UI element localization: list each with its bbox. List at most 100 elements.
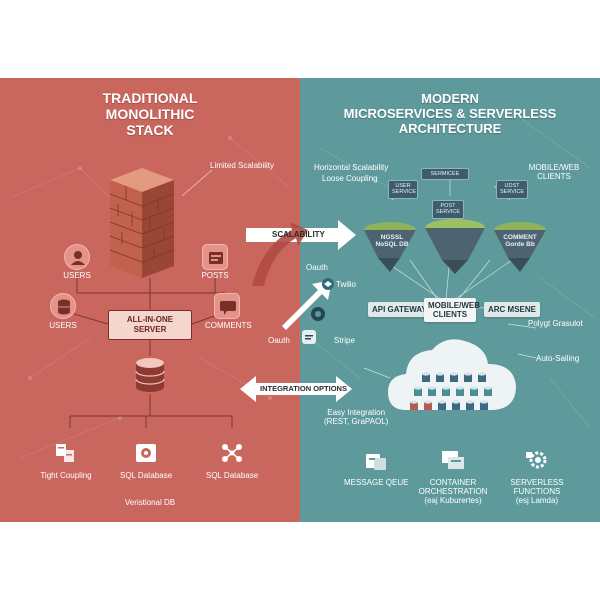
diagram-stage: TRADITIONAL MONOLITHIC STACK Limited Sca… <box>0 78 600 522</box>
api-gateway-pill: API GATEWAY <box>368 302 431 317</box>
twilio-label: Twilio <box>336 280 357 289</box>
container-cylinder-icon <box>428 386 436 396</box>
posts-label: POSTS <box>201 271 229 280</box>
container-cylinder-icon <box>436 372 444 382</box>
container-cylinder-icon <box>484 386 492 396</box>
post-service-chip: POST SERVICE <box>432 200 464 219</box>
left-title-line2: MONOLITHIC <box>105 106 195 123</box>
island-right-line2: Gorde Bb <box>505 241 535 249</box>
arc-msene-pill: ARC MSENE <box>484 302 541 317</box>
loose-coupling-label: Loose Coupling <box>322 174 378 183</box>
container-cylinder-icon <box>478 372 486 382</box>
oauth-logo-icon <box>311 307 325 321</box>
mobile-web-top-line1: MOBILE/WEB <box>528 163 580 172</box>
integration-arrow <box>240 376 352 402</box>
users-top-label: USERS <box>63 271 91 280</box>
sql-database-label-2: SQL Database <box>206 471 259 480</box>
sermicee-chip: SERMICEE <box>421 168 469 181</box>
left-title-line1: TRADITIONAL <box>102 90 198 106</box>
udst-service-line2: SERVICE <box>500 189 525 196</box>
curved-arrow <box>252 222 308 286</box>
microservices-panel: MODERN MICROSERVICES & SERVERLESS ARCHIT… <box>300 78 600 522</box>
diagonal-arrow <box>282 280 332 330</box>
island-left <box>364 222 416 272</box>
left-title: TRADITIONAL MONOLITHIC STACK <box>60 90 240 138</box>
monolithic-panel: TRADITIONAL MONOLITHIC STACK Limited Sca… <box>0 78 300 522</box>
island-left-label: NGSSL NoSQL DB <box>372 234 412 248</box>
serverless-line2: FUNCTIONS <box>513 487 561 497</box>
mobile-web-mid-line2: CLIENTS <box>432 310 468 320</box>
container-cluster <box>410 372 492 410</box>
right-title-line2: MICROSERVICES & SERVERLESS <box>343 105 557 121</box>
post-service-line1: POST <box>440 203 456 209</box>
container-line3: (eaj Kuburertes) <box>424 496 482 506</box>
limited-scalability-label: Limited Scalability <box>210 161 275 170</box>
message-queue-label: MESSAGE QEUE <box>344 478 409 487</box>
all-in-one-server: ALL-IN-ONE SERVER <box>108 310 192 340</box>
udst-service-line1: UDST <box>504 183 520 189</box>
serverless-line1: SERVERLESS <box>510 478 564 487</box>
server-label-line2: SERVER <box>133 324 167 334</box>
oauth-label-1: Oauth <box>306 263 328 272</box>
serverless-functions-label: SERVERLESS FUNCTIONS (esj Lamda) <box>502 478 572 506</box>
twilio-logo-icon <box>322 278 334 290</box>
sql-database-cylinder-icon <box>135 358 165 392</box>
scalability-label: SCALABILITY <box>272 230 325 239</box>
right-title-line1: MODERN <box>421 91 479 106</box>
server-label-line1: ALL-IN-ONE <box>126 315 174 324</box>
polyglot-label: Polygt Grasulot <box>528 319 583 328</box>
post-service-line2: SERVICE <box>436 209 461 216</box>
post-icon <box>202 244 228 270</box>
functions-icon <box>526 451 547 469</box>
island-left-line2: NoSQL DB <box>375 241 409 249</box>
container-orchestration-label: CONTAINER ORCHESTRATION (eaj Kuburertes) <box>416 478 490 506</box>
sql-icon <box>136 444 156 462</box>
comment-icon <box>214 293 240 319</box>
database-icon <box>50 293 76 319</box>
container-icon <box>442 451 464 469</box>
users-bottom-label: USERS <box>49 321 77 330</box>
stripe-label: Stripe <box>334 336 355 345</box>
container-cylinder-icon <box>414 386 422 396</box>
easy-integration-label: Easy Integration (REST, GraPAOL) <box>324 408 388 426</box>
queue-icon <box>366 454 386 470</box>
container-cylinder-icon <box>456 386 464 396</box>
mobile-web-top-label: MOBILE/WEB CLIENTS <box>526 163 582 181</box>
container-cylinder-icon <box>422 372 430 382</box>
container-cylinder-icon <box>442 386 450 396</box>
integration-options-label: INTEGRATION OPTIONS <box>260 384 347 393</box>
user-service-chip: USER SERVICE <box>388 180 418 199</box>
container-row-3 <box>410 400 488 410</box>
versional-db-label: Veristional DB <box>124 498 176 507</box>
container-row-2 <box>414 386 492 396</box>
easy-integration-line1: Easy Integration <box>327 408 386 417</box>
user-service-line1: USER <box>395 183 411 189</box>
tight-coupling-label: Tight Coupling <box>40 471 92 480</box>
center-arrows <box>240 220 356 402</box>
container-line1: CONTAINER <box>429 478 477 487</box>
island-right-line1: COMMENT <box>503 234 537 241</box>
left-title-line3: STACK <box>126 122 174 139</box>
network-icon <box>222 444 242 462</box>
serverless-line3: (esj Lamda) <box>515 496 559 506</box>
comments-label: COMMENTS <box>205 321 252 330</box>
coupling-icon <box>56 444 74 462</box>
container-cylinder-icon <box>470 386 478 396</box>
container-cylinder-icon <box>464 372 472 382</box>
easy-integration-line2: (REST, GraPAOL) <box>324 417 389 426</box>
island-right-label: COMMENT Gorde Bb <box>498 234 542 248</box>
container-row-1 <box>422 372 486 382</box>
container-line2: ORCHESTRATION <box>418 487 488 497</box>
horizontal-scalability-label: Horizontal Scalability <box>314 163 389 172</box>
sql-database-label-1: SQL Database <box>120 471 173 480</box>
udst-service-chip: UDST SERVICE <box>496 180 528 199</box>
island-center <box>425 219 485 274</box>
mobile-web-mid-line1: MOBILE/WEB <box>428 301 480 310</box>
oauth-label-2: Oauth <box>268 336 290 345</box>
right-title: MODERN MICROSERVICES & SERVERLESS ARCHIT… <box>320 91 580 137</box>
container-cylinder-icon <box>424 400 432 410</box>
container-cylinder-icon <box>452 400 460 410</box>
user-service-line2: SERVICE <box>392 189 417 196</box>
right-title-line3: ARCHITECTURE <box>398 120 502 136</box>
mobile-web-clients-box: MOBILE/WEB CLIENTS <box>424 298 480 323</box>
